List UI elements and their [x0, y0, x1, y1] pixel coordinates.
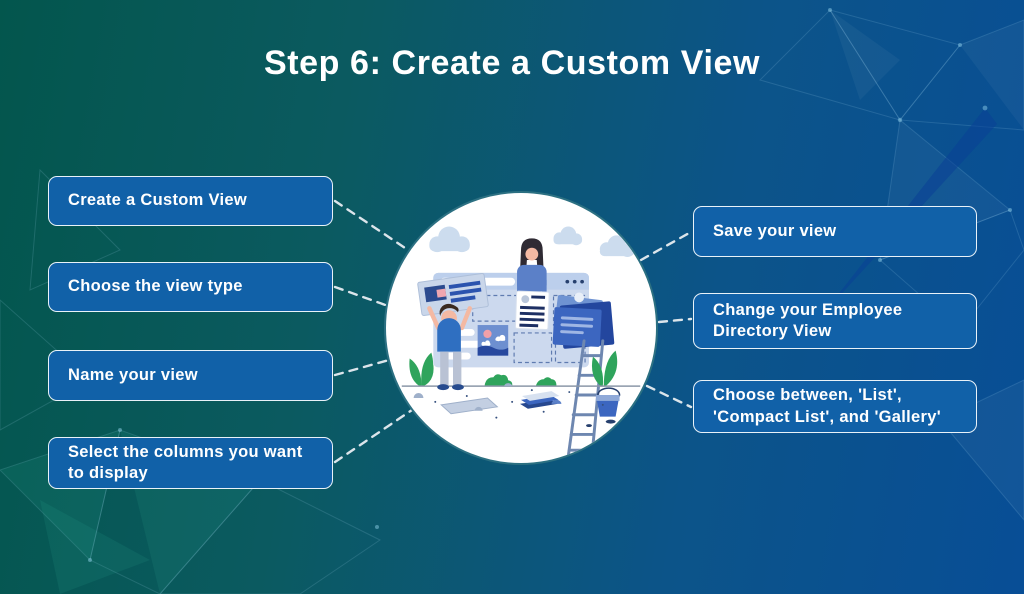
step-box-label: Select the columns you want to display — [68, 442, 303, 482]
connector-line — [333, 199, 413, 254]
connector-line — [639, 230, 693, 262]
cloud-icon — [553, 226, 583, 246]
step-box-choose-between-views: Choose between, 'List', 'Compact List', … — [693, 380, 977, 433]
woman-face — [525, 247, 539, 261]
step-box-label: Save your view — [713, 221, 837, 240]
central-illustration-circle — [384, 191, 658, 465]
cloud-icon — [481, 334, 506, 346]
specks — [434, 389, 604, 419]
sea-wave — [477, 345, 509, 356]
step-box-create-custom-view: Create a Custom View — [48, 176, 333, 226]
connector-line — [657, 317, 693, 324]
step-box-change-directory-view: Change your Employee Directory View — [693, 293, 977, 349]
connector-line — [333, 285, 393, 309]
man-leg — [440, 351, 449, 386]
image-placeholder — [477, 325, 509, 356]
step-box-label: Create a Custom View — [68, 191, 248, 210]
floor-tile — [440, 397, 499, 415]
step-box-select-columns: Select the columns you want to display — [48, 437, 333, 489]
step-box-label: Choose between, 'List', 'Compact List', … — [713, 386, 941, 426]
sticky-notes — [552, 292, 615, 349]
man-figure — [417, 273, 489, 391]
bush — [484, 374, 557, 387]
step-box-label: Change your Employee Directory View — [713, 300, 903, 340]
step-box-choose-view-type: Choose the view type — [48, 262, 333, 312]
paint-bucket — [595, 387, 621, 417]
woman-figure — [517, 238, 548, 299]
step-box-label: Choose the view type — [68, 277, 243, 296]
step-box-name-your-view: Name your view — [48, 350, 333, 401]
man-leg — [453, 351, 462, 386]
plant-left — [409, 352, 434, 387]
man-hair — [439, 303, 459, 317]
connector-line — [333, 408, 414, 464]
paper-stack — [520, 391, 560, 409]
page-title: Step 6: Create a Custom View — [263, 44, 761, 82]
stones — [413, 383, 616, 428]
website-builder-illustration — [401, 226, 641, 458]
sun-icon — [483, 329, 492, 339]
pin-icon — [574, 292, 585, 303]
cloud-icon — [429, 226, 470, 253]
document — [514, 290, 550, 330]
man-shoe — [452, 384, 464, 391]
woman-torso — [517, 264, 547, 292]
step-box-label: Name your view — [68, 365, 198, 384]
man-shoe — [437, 384, 450, 391]
plant-right — [591, 350, 618, 387]
content-card — [417, 273, 489, 316]
connector-line — [333, 358, 391, 377]
browser-menu-dots — [565, 279, 584, 284]
cloud-icon — [599, 235, 635, 258]
man-shirt — [437, 318, 461, 352]
step-box-save-your-view: Save your view — [693, 206, 977, 257]
connector-line — [645, 384, 693, 409]
